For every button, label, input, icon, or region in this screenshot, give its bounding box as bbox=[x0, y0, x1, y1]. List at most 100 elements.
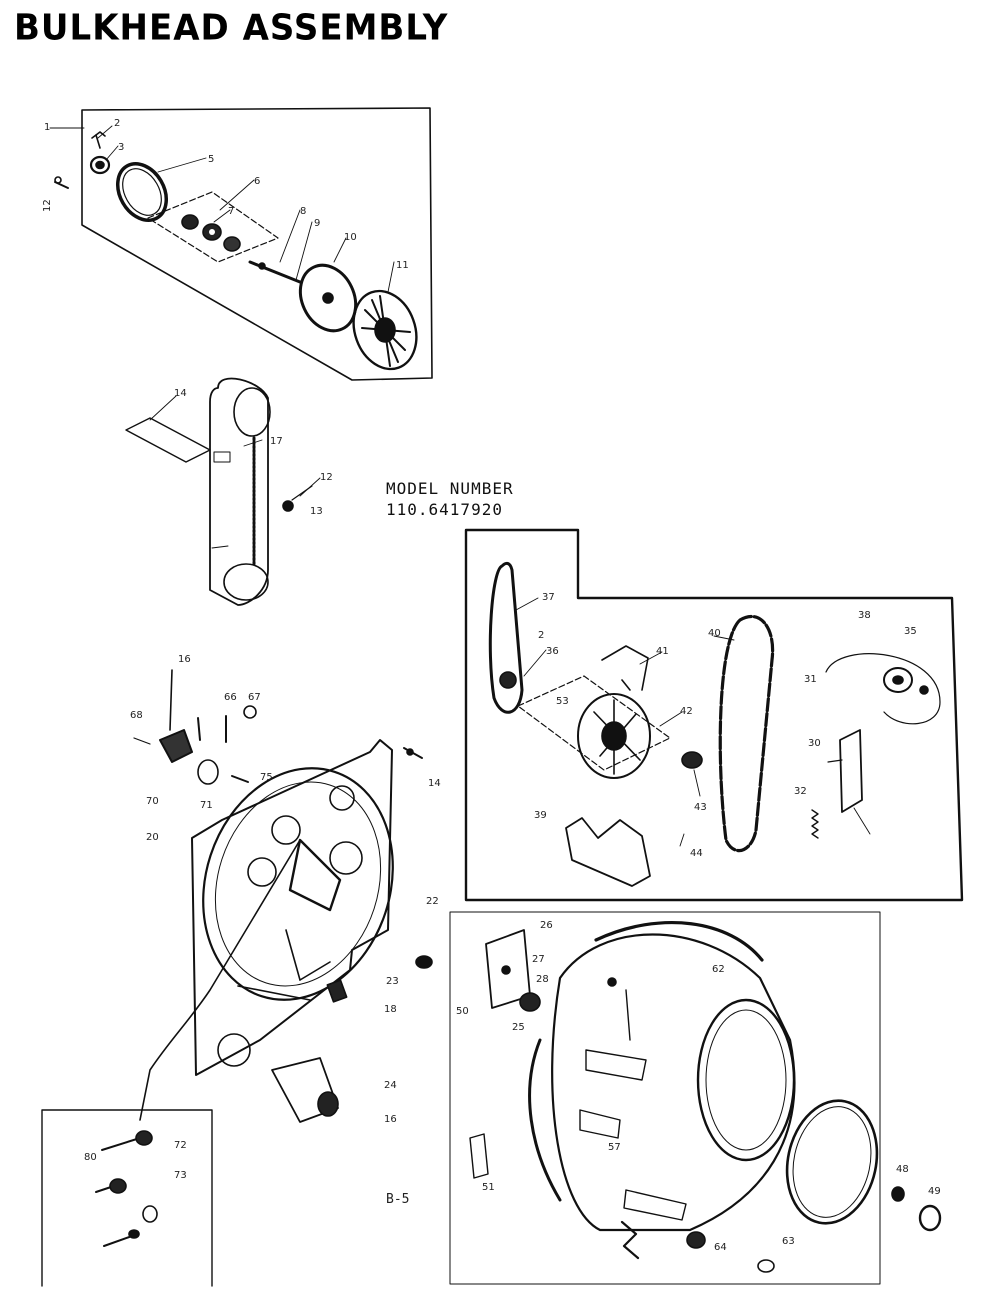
drum-assembly-group bbox=[449, 911, 942, 1285]
callout-25: 25 bbox=[512, 1022, 525, 1033]
callout-7: 7 bbox=[228, 206, 234, 217]
callout-42: 42 bbox=[680, 706, 693, 717]
duct-screw-part bbox=[282, 485, 313, 512]
switch-body-part bbox=[159, 729, 193, 763]
callout-6: 6 bbox=[254, 176, 260, 187]
exhaust-duct-part bbox=[209, 377, 269, 606]
callout-14: 14 bbox=[174, 388, 187, 399]
callout-5: 5 bbox=[208, 154, 214, 165]
callout-27: 27 bbox=[532, 954, 545, 965]
drive-motor-part bbox=[577, 693, 703, 779]
motor-group-outline bbox=[464, 528, 964, 902]
callout-49: 49 bbox=[928, 1186, 941, 1197]
callout-31: 31 bbox=[804, 674, 817, 685]
blower-leader-lines bbox=[49, 125, 395, 293]
page-title: BULKHEAD ASSEMBLY bbox=[14, 7, 449, 49]
callout-43: 43 bbox=[694, 802, 707, 813]
bulkhead-panel-part bbox=[191, 739, 393, 1076]
inset-part-2 bbox=[95, 1178, 158, 1223]
callout-64: 64 bbox=[714, 1242, 727, 1253]
idler-spring-part bbox=[811, 809, 819, 839]
callout-48: 48 bbox=[896, 1164, 909, 1175]
callout-26: 26 bbox=[540, 920, 553, 931]
small-screw-part bbox=[54, 176, 69, 189]
callout-39: 39 bbox=[534, 810, 547, 821]
drum-tab-part bbox=[469, 1133, 489, 1179]
exhaust-duct-group bbox=[125, 377, 321, 606]
callout-11: 11 bbox=[396, 260, 409, 271]
callout-50: 50 bbox=[456, 1006, 469, 1017]
drum-front-seal-part bbox=[785, 1099, 879, 1225]
bearing-set-part bbox=[181, 214, 241, 252]
motor-leader-lines bbox=[515, 597, 871, 847]
callout-67: 67 bbox=[248, 692, 261, 703]
bulkhead-wire-part bbox=[139, 839, 301, 1121]
inset-parts-box bbox=[41, 1109, 213, 1287]
callout-73: 73 bbox=[174, 1170, 187, 1181]
motor-mount-box bbox=[517, 675, 671, 771]
callout-22: 22 bbox=[426, 896, 439, 907]
callout-12a: 12 bbox=[42, 199, 53, 212]
callout-14b: 14 bbox=[428, 778, 441, 789]
bulkhead-bracket-part bbox=[326, 979, 348, 1003]
callout-38: 38 bbox=[858, 610, 871, 621]
drum-group-outline bbox=[449, 911, 881, 1285]
callout-66: 66 bbox=[224, 692, 237, 703]
callout-40: 40 bbox=[708, 628, 721, 639]
motor-bracket-part bbox=[601, 645, 649, 691]
callout-28: 28 bbox=[536, 974, 549, 985]
callout-72: 72 bbox=[174, 1140, 187, 1151]
callout-44: 44 bbox=[690, 848, 703, 859]
bulkhead-grommet-part bbox=[415, 955, 433, 969]
callout-70: 70 bbox=[146, 796, 159, 807]
blower-wheel-plate-part bbox=[298, 263, 358, 333]
callout-20: 20 bbox=[146, 832, 159, 843]
callout-16b: 16 bbox=[384, 1114, 397, 1125]
callout-13: 13 bbox=[310, 506, 323, 517]
duct-leader-lines bbox=[149, 395, 321, 549]
motor-cradle-part bbox=[565, 817, 651, 887]
model-number-block: MODEL NUMBER 110.6417920 bbox=[386, 478, 514, 520]
callout-71: 71 bbox=[200, 800, 213, 811]
callout-9: 9 bbox=[314, 218, 320, 229]
door-switch-group bbox=[133, 669, 257, 785]
inset-part-1 bbox=[101, 1130, 153, 1151]
callout-16: 16 bbox=[178, 654, 191, 665]
model-number-label: MODEL NUMBER bbox=[386, 479, 514, 498]
callout-57: 57 bbox=[608, 1142, 621, 1153]
callout-35: 35 bbox=[904, 626, 917, 637]
callout-51: 51 bbox=[482, 1182, 495, 1193]
callout-75: 75 bbox=[260, 772, 273, 783]
callout-12b: 12 bbox=[320, 472, 333, 483]
drum-roller-part bbox=[519, 992, 706, 1249]
blower-assembly-group bbox=[49, 107, 433, 381]
callout-3: 3 bbox=[118, 142, 124, 153]
inset-part-3 bbox=[103, 1229, 140, 1247]
blower-fan-part bbox=[352, 289, 418, 371]
callout-23: 23 bbox=[386, 976, 399, 987]
callout-41: 41 bbox=[656, 646, 669, 657]
motor-belt-group bbox=[464, 528, 964, 902]
callout-63: 63 bbox=[782, 1236, 795, 1247]
idler-arm-part bbox=[827, 729, 863, 813]
blower-group-outline bbox=[81, 107, 433, 381]
callout-80: 80 bbox=[84, 1152, 97, 1163]
shaft-sub-box bbox=[147, 191, 279, 263]
callout-2: 2 bbox=[114, 118, 120, 129]
callout-17: 17 bbox=[270, 436, 283, 447]
callout-32: 32 bbox=[794, 786, 807, 797]
drum-bolt-part bbox=[757, 1186, 942, 1273]
callout-18: 18 bbox=[384, 1004, 397, 1015]
page-number: B-5 bbox=[386, 1192, 410, 1207]
callout-68: 68 bbox=[130, 710, 143, 721]
drum-hardware-part bbox=[607, 977, 640, 1260]
callout-53: 53 bbox=[556, 696, 569, 707]
retaining-ring-part bbox=[116, 162, 168, 222]
idler-pulley-part bbox=[825, 653, 941, 725]
callout-labels: 1 2 3 5 6 7 8 9 10 11 12 14 17 12 13 37 … bbox=[42, 118, 941, 1253]
callout-37: 37 bbox=[542, 592, 555, 603]
pulley-bearing-part bbox=[89, 131, 111, 175]
callout-36: 36 bbox=[546, 646, 559, 657]
model-number-value: 110.6417920 bbox=[386, 500, 503, 519]
